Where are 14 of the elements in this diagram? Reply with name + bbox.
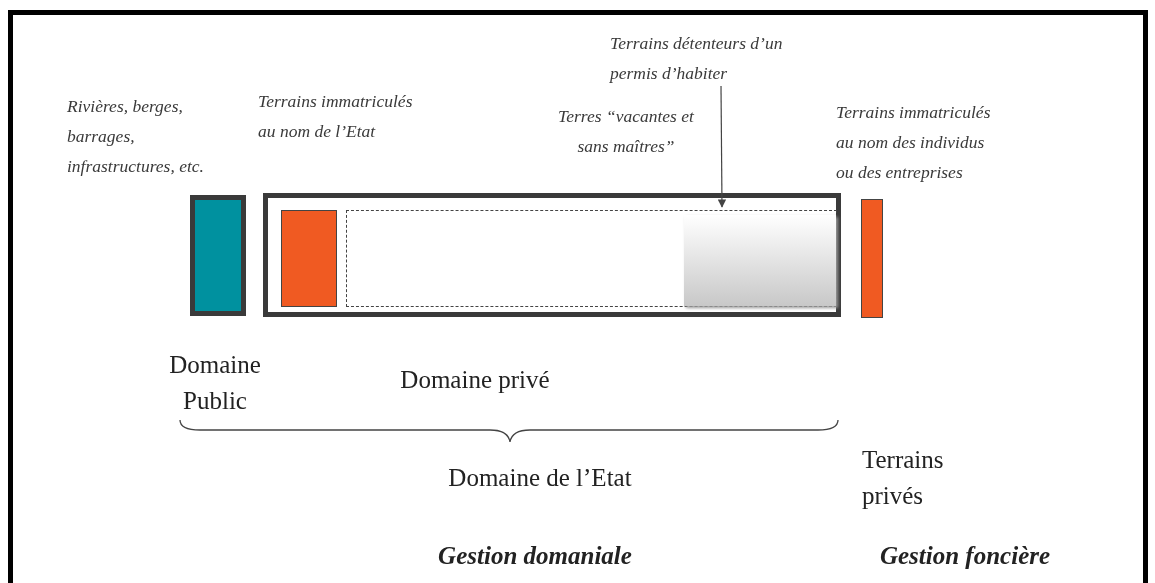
text-label: Domaine Public (168, 350, 262, 416)
text-label: Domaine de l’Etat (447, 463, 633, 493)
heading: Gestion domaniale (437, 541, 633, 571)
heading: Gestion foncière (878, 541, 1052, 571)
text-label: Terrains privés (862, 445, 945, 511)
text-label: Rivières, berges, barrages, infrastructures, etc. (67, 95, 205, 178)
shaded-box (684, 215, 836, 306)
text-label: Domaine privé (399, 365, 551, 395)
text-label: Terres “vacantes et sans maîtres” (557, 105, 695, 158)
text-label: Terrains immatriculés au nom de l’Etat (258, 90, 414, 143)
bar (281, 210, 337, 307)
text-label: Terrains immatriculés au nom des individus ou des entreprises (836, 101, 992, 184)
leader-line (717, 85, 727, 208)
text-label: Terrains détenteurs d’un permis d’habiter (610, 32, 784, 85)
